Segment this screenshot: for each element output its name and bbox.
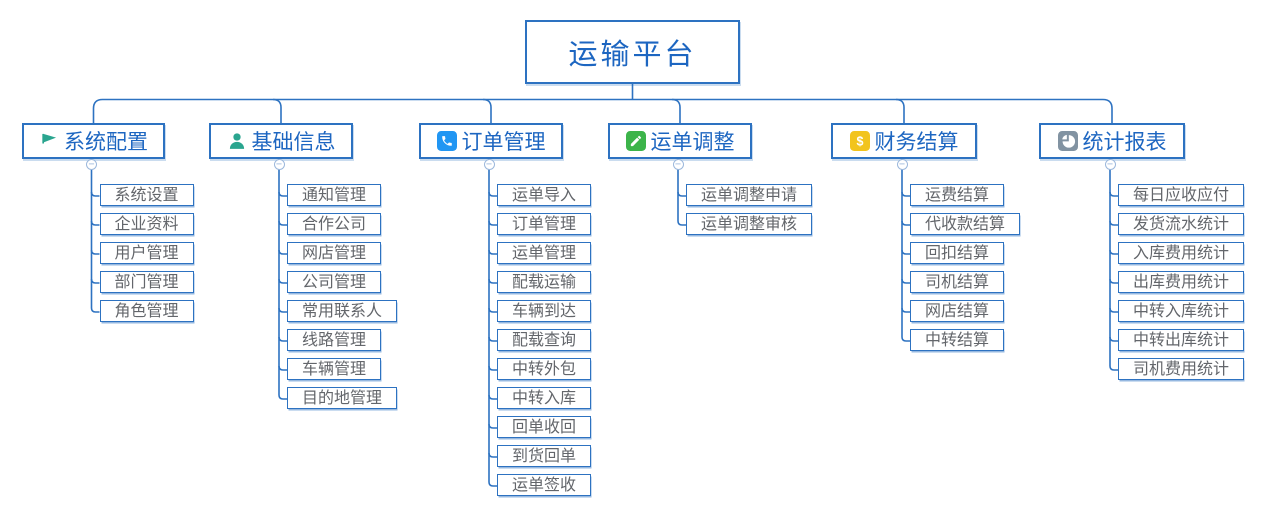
- leaf-node[interactable]: 发货流水统计: [1118, 213, 1245, 235]
- leaf-node[interactable]: 网店结算: [910, 300, 1005, 322]
- branch-node-1[interactable]: 系统配置: [22, 123, 165, 159]
- leaf-node[interactable]: 回单收回: [497, 416, 592, 438]
- collapse-toggle[interactable]: −: [483, 158, 495, 170]
- leaf-node[interactable]: 合作公司: [287, 213, 382, 235]
- leaf-node[interactable]: 每日应收应付: [1118, 184, 1245, 206]
- branch-node-6[interactable]: 统计报表: [1039, 123, 1185, 159]
- leaf-node[interactable]: 网店管理: [287, 242, 382, 264]
- branch-node-4[interactable]: 运单调整: [608, 123, 752, 159]
- svg-text:$: $: [856, 135, 863, 149]
- branch-label: 订单管理: [461, 131, 546, 154]
- collapse-toggle[interactable]: −: [672, 158, 684, 170]
- leaf-node[interactable]: 通知管理: [287, 184, 382, 206]
- branch-node-5[interactable]: $ 财务结算: [831, 123, 977, 159]
- leaf-node[interactable]: 线路管理: [287, 329, 382, 351]
- root-node[interactable]: 运输平台: [525, 20, 740, 84]
- leaf-node[interactable]: 车辆管理: [287, 358, 382, 380]
- leaf-node[interactable]: 车辆到达: [497, 300, 592, 322]
- leaf-node[interactable]: 中转入库统计: [1118, 300, 1245, 322]
- leaf-node[interactable]: 司机费用统计: [1118, 358, 1245, 380]
- leaf-node[interactable]: 运单调整审核: [686, 213, 813, 235]
- pie-chart-icon: [1057, 131, 1078, 151]
- branch-label: 运单调整: [650, 131, 735, 154]
- branch-label: 基础信息: [251, 131, 336, 154]
- leaf-node[interactable]: 系统设置: [99, 184, 194, 206]
- leaf-node[interactable]: 到货回单: [497, 445, 592, 467]
- pencil-icon: [625, 131, 646, 151]
- leaf-node[interactable]: 企业资料: [99, 213, 194, 235]
- leaf-node[interactable]: 运单签收: [497, 474, 592, 496]
- branch-label: 财务结算: [874, 131, 959, 154]
- collapse-toggle[interactable]: −: [273, 158, 285, 170]
- branch-label: 统计报表: [1082, 131, 1167, 154]
- leaf-node[interactable]: 入库费用统计: [1118, 242, 1245, 264]
- branch-node-3[interactable]: 订单管理: [419, 123, 563, 159]
- collapse-toggle[interactable]: −: [1104, 158, 1116, 170]
- leaf-node[interactable]: 公司管理: [287, 271, 382, 293]
- leaf-node[interactable]: 用户管理: [99, 242, 194, 264]
- leaf-node[interactable]: 运单管理: [497, 242, 592, 264]
- leaf-node[interactable]: 出库费用统计: [1118, 271, 1245, 293]
- collapse-toggle[interactable]: −: [86, 158, 97, 170]
- leaf-node[interactable]: 运费结算: [910, 184, 1005, 206]
- leaf-node[interactable]: 代收款结算: [910, 213, 1021, 235]
- collapse-toggle[interactable]: −: [896, 158, 908, 170]
- dollar-icon: $: [849, 131, 870, 151]
- leaf-node[interactable]: 中转结算: [910, 329, 1005, 351]
- leaf-node[interactable]: 回扣结算: [910, 242, 1005, 264]
- leaf-node[interactable]: 中转入库: [497, 387, 592, 409]
- user-icon: [227, 131, 247, 151]
- branch-node-2[interactable]: 基础信息: [209, 123, 353, 159]
- leaf-node[interactable]: 中转外包: [497, 358, 592, 380]
- leaf-node[interactable]: 中转出库统计: [1118, 329, 1245, 351]
- flag-icon: [39, 131, 59, 151]
- branch-label: 系统配置: [64, 131, 148, 154]
- leaf-node[interactable]: 订单管理: [497, 213, 592, 235]
- leaf-node[interactable]: 运单调整申请: [686, 184, 813, 206]
- leaf-node[interactable]: 目的地管理: [287, 387, 398, 409]
- leaf-node[interactable]: 配载运输: [497, 271, 592, 293]
- leaf-node[interactable]: 常用联系人: [287, 300, 398, 322]
- leaf-node[interactable]: 运单导入: [497, 184, 592, 206]
- leaf-node[interactable]: 司机结算: [910, 271, 1005, 293]
- root-title: 运输平台: [568, 39, 697, 71]
- leaf-node[interactable]: 配载查询: [497, 329, 592, 351]
- leaf-node[interactable]: 部门管理: [99, 271, 194, 293]
- leaf-node[interactable]: 角色管理: [99, 300, 194, 322]
- phone-icon: [436, 131, 457, 151]
